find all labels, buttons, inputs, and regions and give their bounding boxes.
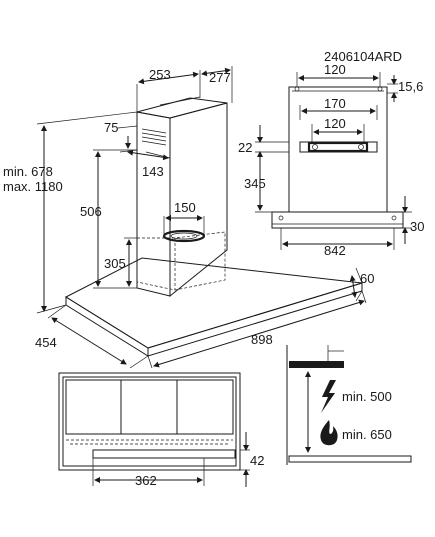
- dim-454: 454: [35, 335, 57, 350]
- front-view: 2406104ARD 120 15,6 170 120: [238, 49, 424, 258]
- dim-345: 345: [244, 176, 266, 191]
- cooktop: [288, 455, 412, 463]
- bottom-view: 42 362: [58, 372, 264, 488]
- min-650-label: min. 650: [342, 427, 392, 442]
- chimney-left-face: [136, 111, 171, 297]
- chimney-vent-grille: [141, 128, 167, 146]
- dim-150: 150: [174, 200, 196, 215]
- front-canopy: [271, 211, 404, 229]
- min-500-label: min. 500: [342, 389, 392, 404]
- bottom-light-strip: [92, 449, 236, 459]
- dim-170: 170: [324, 96, 346, 111]
- lightning-icon: [321, 380, 336, 413]
- dim-253: 253: [149, 67, 171, 82]
- canopy-top: [64, 257, 363, 349]
- dim-60: 60: [360, 271, 374, 286]
- dim-15-6: 15,6: [398, 79, 423, 94]
- dim-506: 506: [80, 204, 102, 219]
- dim-842: 842: [324, 243, 346, 258]
- dim-75: 75: [104, 120, 118, 135]
- chimney-top-face: [136, 97, 228, 119]
- dim-143: 143: [142, 164, 164, 179]
- main-iso-view: 253 277 min. 678 max. 1180 75 143 506 15…: [3, 66, 374, 369]
- dim-305: 305: [104, 256, 126, 271]
- dim-120-top: 120: [324, 62, 346, 77]
- bottom-outline: [58, 372, 241, 471]
- flame-icon: [320, 420, 338, 446]
- dim-30: 30: [410, 219, 424, 234]
- clearance-view: min. 500 min. 650: [286, 345, 412, 465]
- drawing-code: 2406104ARD: [324, 49, 402, 64]
- canopy-front-left: [65, 296, 149, 357]
- dim-120-mid: 120: [324, 116, 346, 131]
- dim-898: 898: [251, 332, 273, 347]
- dim-min-678: min. 678: [3, 164, 53, 179]
- dim-max-1180: max. 1180: [3, 179, 63, 194]
- dim-277: 277: [209, 70, 231, 85]
- dim-22: 22: [238, 140, 252, 155]
- dim-42: 42: [250, 453, 264, 468]
- hood-slab: [289, 361, 344, 368]
- dim-362: 362: [135, 473, 157, 488]
